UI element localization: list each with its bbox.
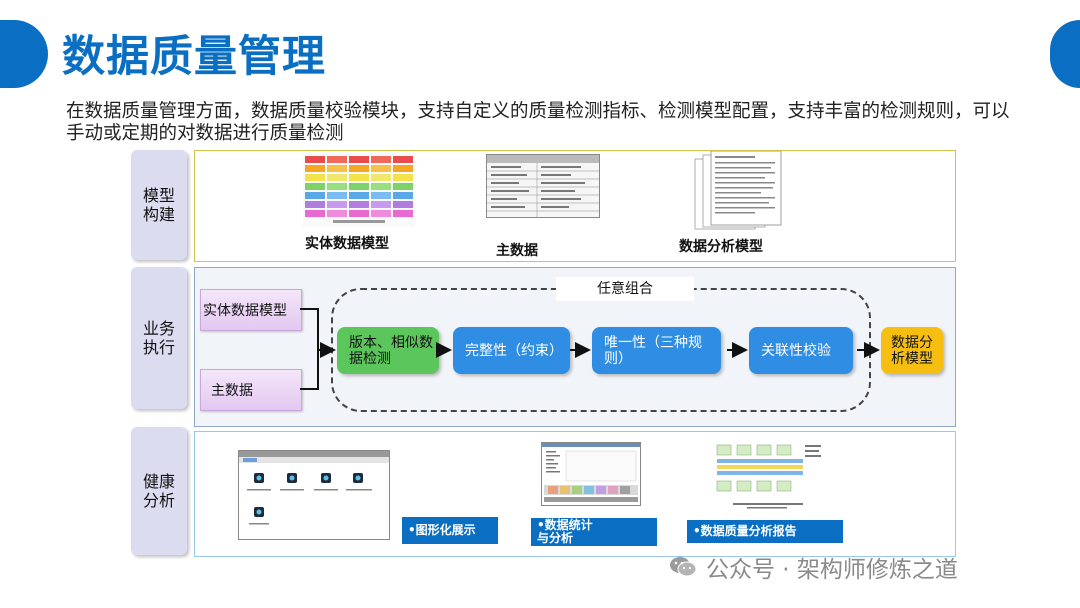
caption-master-data: 主数据 [496, 243, 538, 259]
row-label-execution: 业务执行 [131, 267, 187, 409]
graphic-display-label: •图形化展示 [402, 517, 498, 544]
step-uniqueness: 唯一性（三种规则） [592, 327, 721, 374]
caption-entity-model: 实体数据模型 [305, 236, 389, 252]
input-master-data: 主数据 [200, 369, 302, 411]
output-analysis-model: 数据分析模型 [881, 327, 943, 374]
row-label-health: 健康分析 [131, 427, 187, 555]
row-label-modeling: 模型构建 [131, 150, 187, 260]
step-association: 关联性校验 [749, 327, 853, 374]
statistics-thumbnail [541, 442, 641, 506]
analysis-model-thumbnail [693, 150, 785, 231]
step-completeness: 完整性（约束） [453, 327, 570, 374]
statistics-analysis-label: •数据统计与分析 [531, 518, 657, 546]
report-thumbnail [713, 441, 825, 513]
page-title: 数据质量管理 [62, 32, 326, 82]
step-version-similarity: 版本、相似数据检测 [337, 327, 439, 374]
dashboard-thumbnail [238, 450, 390, 540]
input-entity-model: 实体数据模型 [200, 289, 302, 331]
watermark: 公众号 · 架构师修炼之道 [668, 550, 958, 584]
combination-label: 任意组合 [556, 277, 694, 301]
page-subtitle: 在数据质量管理方面，数据质量校验模块，支持自定义的质量检测指标、检测模型配置，支… [66, 101, 1010, 144]
entity-model-thumbnail [303, 153, 415, 227]
quality-report-label: •数据质量分析报告 [687, 520, 843, 543]
master-data-thumbnail [486, 154, 600, 218]
wechat-icon [670, 557, 697, 577]
watermark-text: 公众号 · 架构师修炼之道 [706, 557, 958, 583]
caption-analysis-model: 数据分析模型 [679, 239, 763, 255]
